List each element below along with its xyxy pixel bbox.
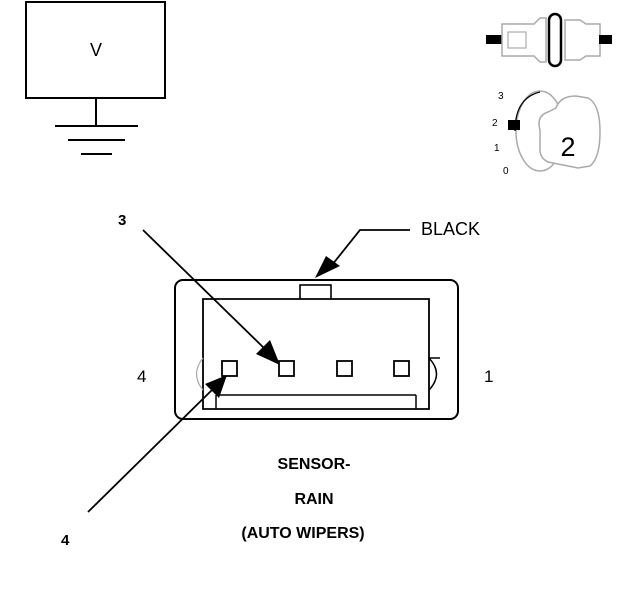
color-callout: BLACK	[315, 219, 480, 278]
ignition-selected-position: 2	[560, 132, 575, 162]
pin-3-callout-label: 3	[118, 212, 126, 229]
connector-end-label-left: 4	[137, 367, 146, 386]
connector-body	[174, 279, 459, 420]
ignition-switch-icon: 3 2 1 0 2	[492, 90, 601, 177]
connector-cavity	[202, 298, 430, 410]
ignition-position-marker	[508, 120, 520, 130]
component-caption: SENSOR- RAIN (AUTO WIPERS)	[241, 456, 364, 542]
pin-4-arrowhead	[205, 375, 227, 398]
pin-3-callout: 3	[118, 212, 280, 365]
pin-3-arrowhead	[256, 340, 280, 365]
caption-line-2: RAIN	[294, 491, 333, 508]
pin-4-callout: 4	[61, 375, 227, 549]
connector-pin-1	[393, 360, 410, 377]
caption-line-3: (AUTO WIPERS)	[241, 525, 364, 542]
connector-pin-3	[278, 360, 295, 377]
connector-pin-2	[336, 360, 353, 377]
voltmeter-symbol: V	[25, 1, 166, 155]
connector-latch	[299, 284, 332, 301]
caption-line-1: SENSOR-	[278, 456, 351, 473]
connector-pin-4	[221, 360, 238, 377]
ground-icon	[55, 98, 138, 155]
ignition-position-2: 2	[492, 118, 498, 129]
ignition-position-0: 0	[503, 166, 509, 177]
voltmeter-label: V	[90, 40, 102, 60]
connector-disconnect-icon	[486, 12, 612, 68]
ignition-position-3: 3	[498, 91, 504, 102]
pin-4-callout-label: 4	[61, 532, 70, 549]
connector-end-label-right: 1	[484, 367, 493, 386]
connector-color-label: BLACK	[421, 219, 480, 239]
ignition-position-1: 1	[494, 143, 500, 154]
color-callout-arrowhead	[315, 256, 340, 278]
